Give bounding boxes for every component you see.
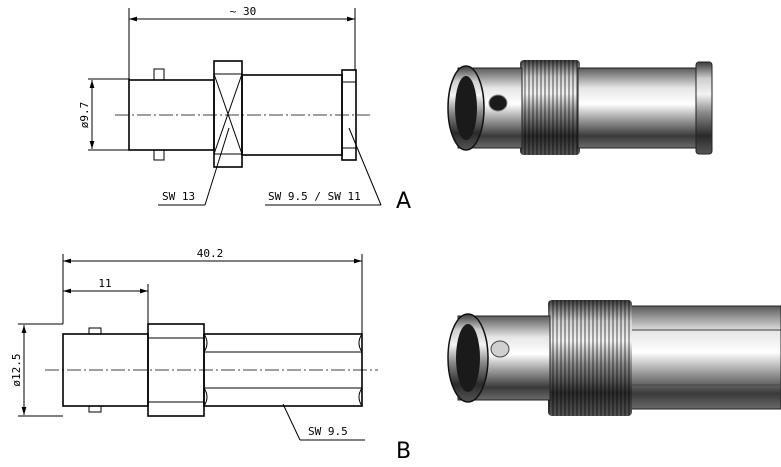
drawing-a: ~ 30 ø9.7 SW 13 SW 9.5 / SW 11 A: [78, 5, 411, 214]
bayonet-pin-top: [153, 68, 165, 81]
drawing-b: 40.2 11 ø12.5 SW 9.5 B: [10, 247, 411, 464]
variant-letter-b: B: [396, 439, 411, 464]
bayonet-pin-bottom: [153, 149, 165, 161]
wrench-size-label: SW 9.5: [308, 425, 348, 438]
bayonet-pin-top: [88, 327, 102, 335]
leader-line: [348, 127, 382, 206]
wrench-size-label-left: SW 13: [162, 190, 195, 203]
connector-photo-b: [447, 300, 781, 416]
variant-letter-a: A: [396, 189, 411, 214]
leader-line: [204, 127, 230, 206]
wrench-size-label-right: SW 9.5 / SW 11: [268, 190, 361, 203]
leader-line: [282, 403, 301, 441]
connector-photo-a: [447, 60, 713, 155]
partial-length-label: 11: [98, 277, 111, 290]
bayonet-pin-bottom: [88, 405, 102, 413]
diameter-label: ø12.5: [10, 353, 23, 386]
diameter-label: ø9.7: [78, 102, 91, 129]
overall-length-label: 40.2: [197, 247, 224, 260]
overall-length-label: ~ 30: [230, 5, 257, 18]
